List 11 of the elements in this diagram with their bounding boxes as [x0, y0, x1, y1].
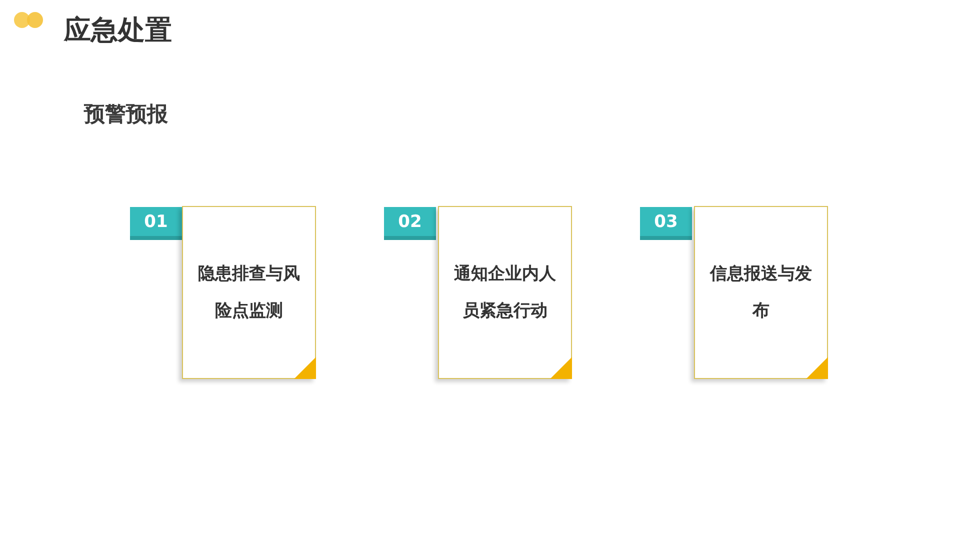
section-heading: 预警预报: [84, 101, 168, 128]
number-tab: 03: [640, 207, 692, 240]
number-tab: 01: [130, 207, 182, 240]
step-text: 通知企业内人员紧急行动: [453, 262, 557, 322]
step-card: [694, 206, 828, 379]
number-tab: 02: [384, 207, 436, 240]
step-text: 隐患排查与风险点监测: [197, 262, 301, 322]
page-title: 应急处置: [64, 14, 172, 48]
step-card: [182, 206, 316, 379]
step-card: [438, 206, 572, 379]
step-text: 信息报送与发布: [708, 262, 813, 322]
